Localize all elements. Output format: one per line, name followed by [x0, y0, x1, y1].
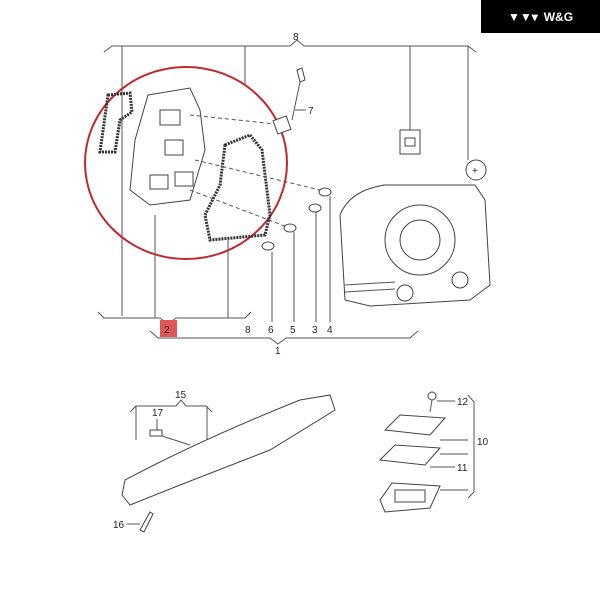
- seal-part: [378, 444, 442, 466]
- svg-text:+: +: [472, 166, 478, 177]
- callout-5: 5: [290, 325, 296, 336]
- gasket-right: [203, 133, 272, 242]
- callout-3: 3: [312, 325, 318, 336]
- cap-part: [465, 159, 487, 181]
- callout-8: 8: [245, 325, 251, 336]
- callout-11: 11: [457, 463, 468, 474]
- callout-2: 2: [164, 325, 170, 336]
- highlight-circle: [84, 66, 288, 260]
- brand-logo: ▼▼▾ W&G: [481, 0, 600, 33]
- bracket-top: [103, 39, 477, 53]
- callout-7: 7: [308, 106, 314, 117]
- callout-15: 15: [175, 390, 187, 401]
- callout-8-top: 8: [293, 32, 299, 43]
- logo-text: W&G: [543, 9, 574, 24]
- bulbs: [261, 187, 332, 251]
- callout-6: 6: [268, 325, 274, 336]
- callout-4: 4: [327, 325, 333, 336]
- gasket-left: [98, 91, 134, 154]
- callout-12: 12: [457, 397, 469, 408]
- callout-1: 1: [275, 346, 281, 357]
- logo-mark-icon: ▼▼▾: [507, 9, 538, 24]
- brake-light-part: [121, 394, 336, 506]
- callout-16: 16: [113, 520, 125, 531]
- callout-2-badge: [160, 320, 177, 337]
- callout-10: 10: [477, 437, 489, 448]
- lens-part: [383, 414, 447, 436]
- callout-17: 17: [152, 408, 164, 419]
